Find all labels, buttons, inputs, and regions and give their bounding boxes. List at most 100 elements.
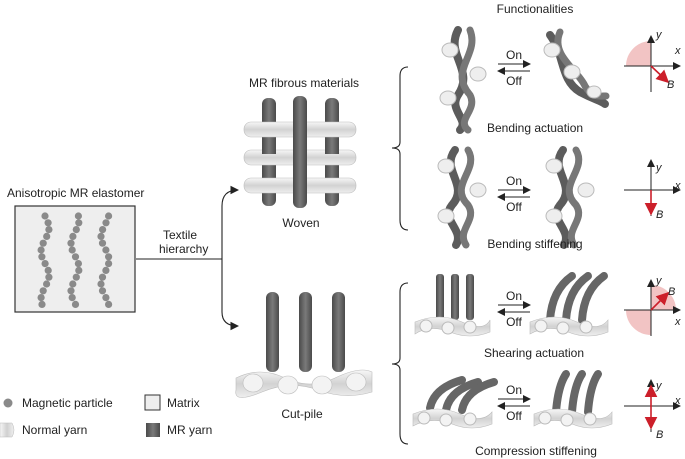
magnetic-particle xyxy=(75,266,83,274)
magnetic-particle xyxy=(41,260,49,268)
magnetic-particle xyxy=(75,219,83,227)
magnetic-particle xyxy=(74,212,82,220)
switch-on-label-1: On xyxy=(505,48,523,62)
magnetic-particle xyxy=(71,253,80,261)
axis-b-label-4: B xyxy=(656,429,664,441)
switch-on-label-3: On xyxy=(505,289,523,303)
magnetic-particle xyxy=(45,273,53,281)
axis-x-label-2: x xyxy=(675,180,681,192)
function-label-bending-stiffening: Bending stiffening xyxy=(487,237,583,251)
woven-brace xyxy=(391,66,409,231)
cutpile-structure xyxy=(235,292,373,398)
switch-off-label-2: Off xyxy=(506,200,522,214)
magnetic-particle xyxy=(38,300,46,308)
legend-normal-yarn-swatch xyxy=(0,422,15,438)
switch-on-label-4: On xyxy=(505,383,523,397)
magnetic-particle xyxy=(45,226,53,234)
axes-compression-stiffening xyxy=(624,379,681,432)
magnetic-particle xyxy=(44,266,52,274)
magnetic-particle xyxy=(43,232,51,240)
compression-stiffening-on-illustration xyxy=(533,370,613,429)
cutpile-brace xyxy=(391,282,409,445)
bending-actuation-off-illustration xyxy=(439,26,487,134)
magnetic-particle xyxy=(37,294,45,302)
axis-b-label-2: B xyxy=(656,209,664,221)
switch-off-label-4: Off xyxy=(506,409,522,423)
magnetic-particle xyxy=(98,273,107,281)
magnetic-particle xyxy=(39,239,47,247)
legend-mr-yarn-swatch xyxy=(146,423,160,437)
magnetic-particle xyxy=(43,280,51,288)
function-label-bending-actuation: Bending actuation xyxy=(486,121,584,135)
hierarchy-bracket xyxy=(136,185,240,331)
legend-matrix-label: Matrix xyxy=(167,396,200,410)
axis-x-label-4: x xyxy=(675,395,681,407)
function-label-shearing-actuation: Shearing actuation xyxy=(483,346,585,360)
bending-stiffening-on-illustration xyxy=(545,146,595,249)
magnetic-particle xyxy=(102,294,110,302)
axis-b-label-3: B xyxy=(668,286,676,298)
woven-label: Woven xyxy=(282,216,320,230)
shearing-actuation-on-illustration xyxy=(529,272,609,337)
magnetic-particle xyxy=(39,287,47,295)
axis-x-label-3: x xyxy=(675,316,681,328)
magnetic-particle xyxy=(41,212,49,220)
magnetic-particle xyxy=(74,260,82,268)
magnetic-particle xyxy=(98,287,107,295)
particle-chains xyxy=(37,212,113,308)
legend-magnetic-particle-label: Magnetic particle xyxy=(22,396,113,410)
magnetic-particle xyxy=(98,239,107,247)
axis-x-label-1: x xyxy=(675,45,681,57)
woven-structure xyxy=(243,96,357,208)
magnetic-particle xyxy=(72,226,80,234)
magnetic-particle xyxy=(97,232,105,240)
magnetic-particle xyxy=(68,246,76,254)
magnetic-particle xyxy=(102,246,110,254)
switch-off-label-1: Off xyxy=(506,74,522,88)
magnetic-particle xyxy=(105,253,113,261)
magnetic-particle xyxy=(99,226,107,234)
hierarchy-label-line1: Textile xyxy=(163,228,198,242)
magnetic-particle xyxy=(105,212,113,220)
bending-stiffening-off-illustration xyxy=(437,146,487,249)
axis-y-label-4: y xyxy=(656,380,662,392)
elastomer-label: Anisotropic MR elastomer xyxy=(7,186,145,200)
magnetic-particle xyxy=(67,239,75,247)
axis-y-label-3: y xyxy=(656,275,662,287)
magnetic-particle xyxy=(37,246,45,254)
functionalities-title: Functionalities xyxy=(496,2,574,16)
magnetic-particle xyxy=(71,300,80,308)
magnetic-particle xyxy=(69,280,77,288)
magnetic-particle xyxy=(67,287,75,295)
magnetic-particle xyxy=(97,280,105,288)
fibrous-materials-label: MR fibrous materials xyxy=(248,76,360,90)
shearing-actuation-off-illustration xyxy=(414,274,491,337)
axes-bending-actuation xyxy=(624,35,681,92)
function-label-compression-stiffening: Compression stiffening xyxy=(475,444,597,458)
magnetic-particle xyxy=(102,266,110,274)
hierarchy-label-line2: hierarchy xyxy=(159,242,209,256)
legend-mr-yarn-label: MR yarn xyxy=(167,423,213,437)
magnetic-particle xyxy=(68,294,76,302)
axis-y-label-1: y xyxy=(656,29,662,41)
magnetic-particle xyxy=(105,260,113,268)
magnetic-particle xyxy=(105,300,113,308)
magnetic-particle xyxy=(69,232,77,240)
axes-bending-stiffening xyxy=(624,159,681,216)
switch-arrows xyxy=(497,60,531,410)
switch-off-label-3: Off xyxy=(506,315,522,329)
cutpile-label: Cut-pile xyxy=(281,407,323,421)
magnetic-particle xyxy=(72,273,80,281)
legend-particle-swatch xyxy=(3,398,13,408)
compression-stiffening-off-illustration xyxy=(412,376,498,429)
legend-matrix-swatch xyxy=(144,394,161,411)
magnetic-particle xyxy=(102,219,110,227)
axis-b-label-1: B xyxy=(667,79,675,91)
switch-on-label-2: On xyxy=(505,174,523,188)
magnetic-particle xyxy=(38,253,46,261)
magnetic-particle xyxy=(44,219,52,227)
bending-actuation-on-illustration xyxy=(543,28,610,108)
axes-shearing-actuation xyxy=(624,279,681,336)
axis-y-label-2: y xyxy=(656,162,662,174)
